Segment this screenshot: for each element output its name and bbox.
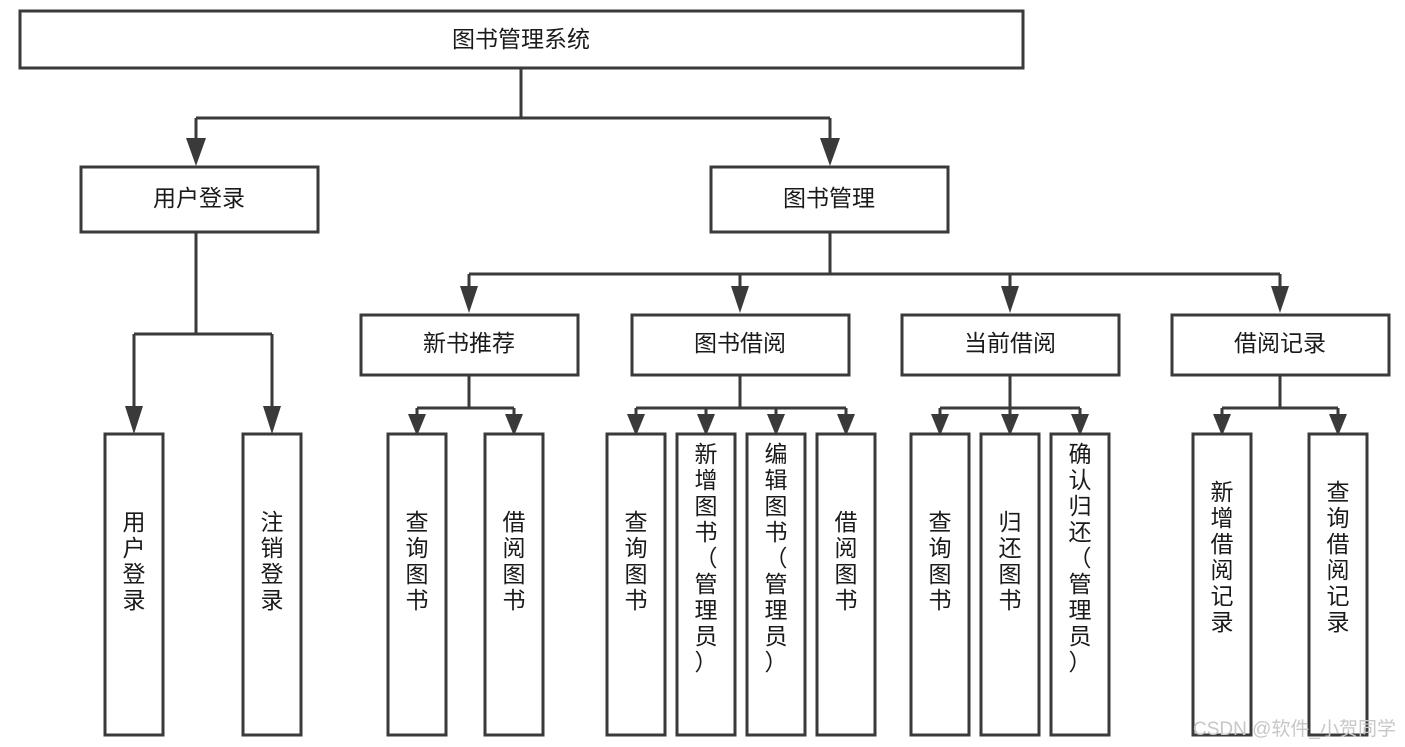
arrowhead-bb-leaf-3 [767,414,785,436]
node-user-login-label: 用户登录 [153,185,245,211]
arrowhead-to-book-management [820,138,840,166]
arrowhead-to-current-borrow [1001,286,1019,313]
connector-group-current-borrow [931,375,1089,436]
leaf-node-logout-box[interactable] [241,432,303,737]
leaf-node-edit-book-admin-label: 编辑图书（管理员） [765,441,788,675]
leaf-node-confirm-return-admin[interactable]: 确认归还（管理员） [1049,432,1111,737]
leaf-node-borrow-book-bb-label: 借阅图书 [835,509,858,613]
leaf-node-query-book-cb-label: 查询图书 [929,509,952,613]
leaf-node-query-book-cb-box[interactable] [909,432,971,737]
connector-group-borrow-record [1213,375,1347,436]
leaf-node-user-login-label: 用户登录 [123,509,146,613]
leaf-node-return-book-label: 归还图书 [999,509,1022,613]
leaf-node-borrow-book-bb[interactable]: 借阅图书 [815,432,877,737]
node-book-borrow[interactable]: 图书借阅 [630,313,851,377]
node-book-management-box[interactable] [709,165,950,234]
leaf-node-add-borrow-record-box[interactable] [1191,432,1253,737]
arrowhead-to-book-borrow [731,286,749,313]
node-book-management-label: 图书管理 [783,185,875,211]
arrowhead-br-leaf-2 [1329,414,1347,436]
arrowhead-leaf-user-login [125,406,143,434]
leaf-node-query-borrow-record-label: 查询借阅记录 [1327,479,1350,635]
node-root-system[interactable]: 图书管理系统 [18,9,1025,70]
arrowhead-cb-leaf-2 [1001,414,1019,436]
arrowhead-to-user-login [186,138,206,166]
connector-group-new-book [408,375,523,436]
node-user-login-box[interactable] [79,165,320,234]
leaf-node-borrow-book-nb-box[interactable] [483,432,545,737]
arrowhead-cb-leaf-1 [931,414,949,436]
leaf-node-add-book-admin-box[interactable] [675,432,737,737]
arrowhead-nb-leaf-1 [408,414,426,436]
arrowhead-br-leaf-1 [1213,414,1231,436]
node-root-system-box[interactable] [18,9,1025,70]
leaf-node-return-book-box[interactable] [979,432,1041,737]
leaf-node-query-borrow-record[interactable]: 查询借阅记录 [1307,432,1369,737]
node-book-borrow-box[interactable] [630,313,851,377]
node-new-book-recommend-box[interactable] [359,313,580,377]
connector-group-root [186,68,840,166]
node-current-borrow-box[interactable] [900,313,1121,377]
leaf-node-query-book-bb-label: 查询图书 [625,509,648,613]
arrowhead-bb-leaf-4 [837,414,855,436]
node-book-management[interactable]: 图书管理 [709,165,950,234]
leaf-node-query-book-nb-label: 查询图书 [406,509,429,613]
arrowhead-to-new-book [460,286,478,313]
arrowhead-cb-leaf-3 [1071,414,1089,436]
node-current-borrow-label: 当前借阅 [964,330,1056,356]
node-user-login[interactable]: 用户登录 [79,165,320,234]
leaf-node-add-borrow-record-label: 新增借阅记录 [1211,479,1234,635]
leaf-node-query-book-bb-box[interactable] [605,432,667,737]
node-current-borrow[interactable]: 当前借阅 [900,313,1121,377]
leaf-node-edit-book-admin[interactable]: 编辑图书（管理员） [745,432,807,737]
leaf-node-add-book-admin-label: 新增图书（管理员） [695,441,718,675]
leaf-node-borrow-book-bb-box[interactable] [815,432,877,737]
leaf-node-logout[interactable]: 注销登录 [241,432,303,737]
connector-group-user-login [125,232,281,434]
leaf-node-logout-label: 注销登录 [261,509,284,613]
connector-group-book-borrow [627,375,855,436]
node-borrow-record-box[interactable] [1170,313,1391,377]
leaf-node-borrow-book-nb[interactable]: 借阅图书 [483,432,545,737]
arrowhead-bb-leaf-2 [697,414,715,436]
leaf-node-query-book-nb[interactable]: 查询图书 [386,432,448,737]
node-root-system-label: 图书管理系统 [452,26,590,52]
leaf-node-user-login[interactable]: 用户登录 [103,432,165,737]
arrowhead-bb-leaf-1 [627,414,645,436]
connector-group-book-management [460,232,1289,313]
leaf-node-user-login-box[interactable] [103,432,165,737]
arrowhead-nb-leaf-2 [505,414,523,436]
node-new-book-recommend-label: 新书推荐 [423,330,515,356]
leaf-node-query-borrow-record-box[interactable] [1307,432,1369,737]
node-borrow-record[interactable]: 借阅记录 [1170,313,1391,377]
leaf-node-borrow-book-nb-label: 借阅图书 [503,509,526,613]
leaf-node-confirm-return-admin-box[interactable] [1049,432,1111,737]
leaf-node-query-book-bb[interactable]: 查询图书 [605,432,667,737]
arrowhead-leaf-logout [263,406,281,434]
leaf-node-confirm-return-admin-label: 确认归还（管理员） [1069,441,1092,675]
leaf-node-add-borrow-record[interactable]: 新增借阅记录 [1191,432,1253,737]
arrowhead-to-borrow-record [1271,286,1289,313]
node-borrow-record-label: 借阅记录 [1234,330,1326,356]
leaf-node-add-book-admin[interactable]: 新增图书（管理员） [675,432,737,737]
leaf-node-query-book-cb[interactable]: 查询图书 [909,432,971,737]
watermark-label: CSDN @软件_小贺同学 [1193,718,1396,740]
leaf-node-edit-book-admin-box[interactable] [745,432,807,737]
leaf-node-return-book[interactable]: 归还图书 [979,432,1041,737]
node-new-book-recommend[interactable]: 新书推荐 [359,313,580,377]
leaf-node-query-book-nb-box[interactable] [386,432,448,737]
node-book-borrow-label: 图书借阅 [694,330,786,356]
